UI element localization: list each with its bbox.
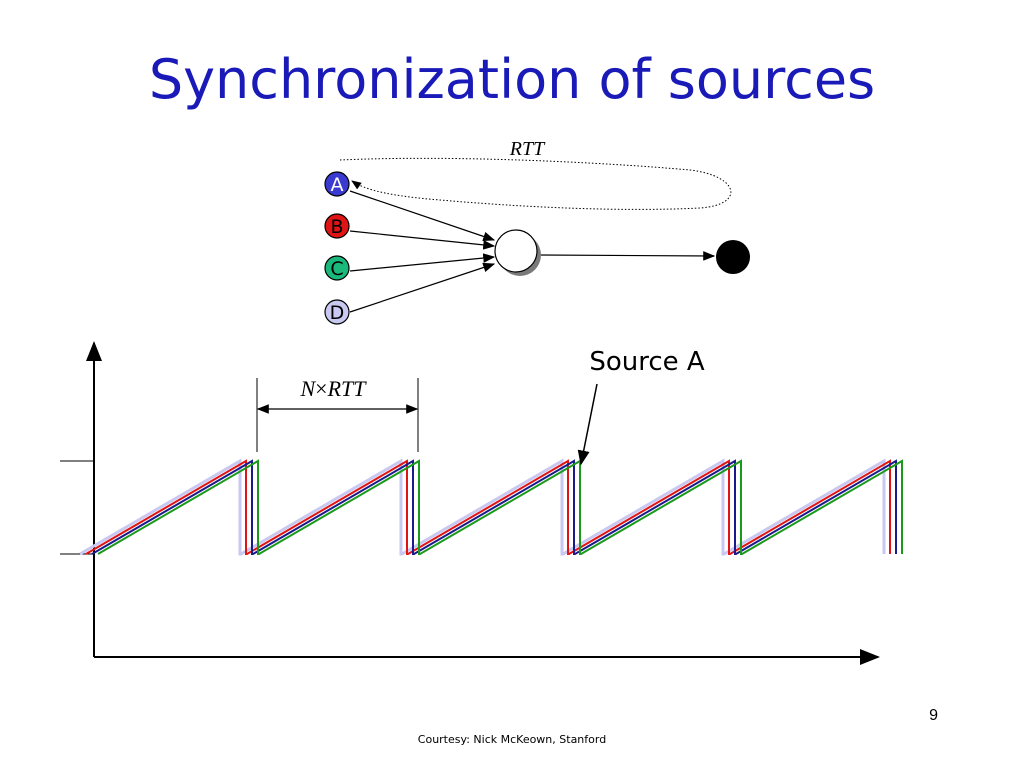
link-d bbox=[349, 262, 496, 313]
source-a-callout-arrow bbox=[577, 383, 598, 466]
source-node-d: D bbox=[324, 299, 350, 325]
sawtooth-series-3 bbox=[91, 459, 897, 555]
source-node-b: B bbox=[324, 213, 350, 239]
series-group bbox=[79, 458, 903, 556]
sink-node bbox=[716, 240, 750, 274]
rtt-label: RTT bbox=[509, 138, 546, 160]
link-a bbox=[349, 190, 496, 242]
sawtooth-series-1 bbox=[79, 458, 886, 556]
source-a-callout-label: Source A bbox=[589, 347, 705, 377]
source-node-c: C bbox=[324, 255, 350, 281]
source-node-a: A bbox=[324, 171, 350, 197]
source-label: C bbox=[330, 258, 343, 280]
sawtooth-plot: N×RTT Source A bbox=[60, 341, 903, 665]
source-label: A bbox=[331, 174, 344, 196]
period-label-times: × bbox=[315, 376, 327, 401]
link-c bbox=[349, 253, 496, 272]
link-out bbox=[539, 251, 716, 261]
slide-title: Synchronization of sources bbox=[148, 48, 876, 111]
source-circle bbox=[324, 255, 350, 281]
source-circle bbox=[324, 213, 350, 239]
period-label-n: N bbox=[299, 376, 316, 401]
rtt-loop bbox=[339, 157, 732, 210]
router-node bbox=[494, 229, 538, 273]
link-b bbox=[349, 230, 496, 250]
source-circle bbox=[324, 171, 350, 197]
period-label: N×RTT bbox=[299, 376, 367, 401]
page-number: 9 bbox=[929, 707, 938, 724]
courtesy-credit: Courtesy: Nick McKeown, Stanford bbox=[417, 733, 607, 746]
sawtooth-series-2 bbox=[85, 459, 891, 555]
period-label-rtt: RTT bbox=[327, 376, 368, 401]
source-circle bbox=[324, 299, 350, 325]
source-label: D bbox=[330, 302, 345, 324]
source-label: B bbox=[330, 216, 343, 238]
